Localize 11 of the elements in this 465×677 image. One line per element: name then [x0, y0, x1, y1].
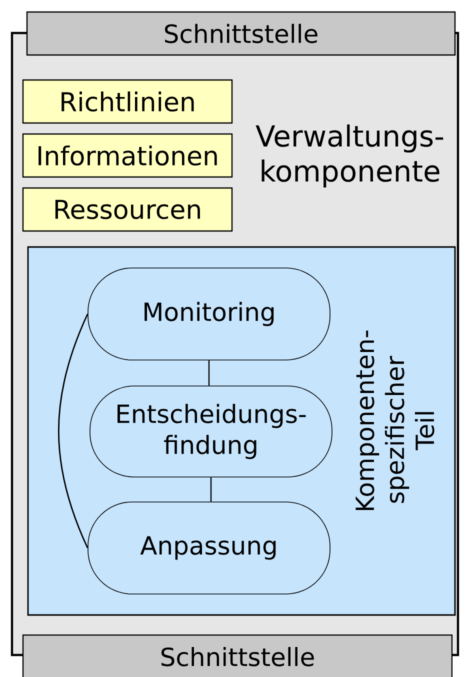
connector-line — [58, 314, 88, 548]
data-box: Informationen — [22, 133, 233, 178]
connector-line — [208, 360, 210, 386]
data-box: Ressourcen — [22, 187, 233, 232]
connector-line — [210, 477, 212, 502]
interface-bar: Schnittstelle — [22, 634, 453, 677]
process-box: Monitoring — [88, 268, 330, 360]
interface-bar: Schnittstelle — [26, 11, 456, 56]
data-box: Richtlinien — [22, 79, 233, 124]
process-box: Anpassung — [88, 502, 330, 594]
process-box: Entscheidungs- findung — [90, 386, 332, 478]
